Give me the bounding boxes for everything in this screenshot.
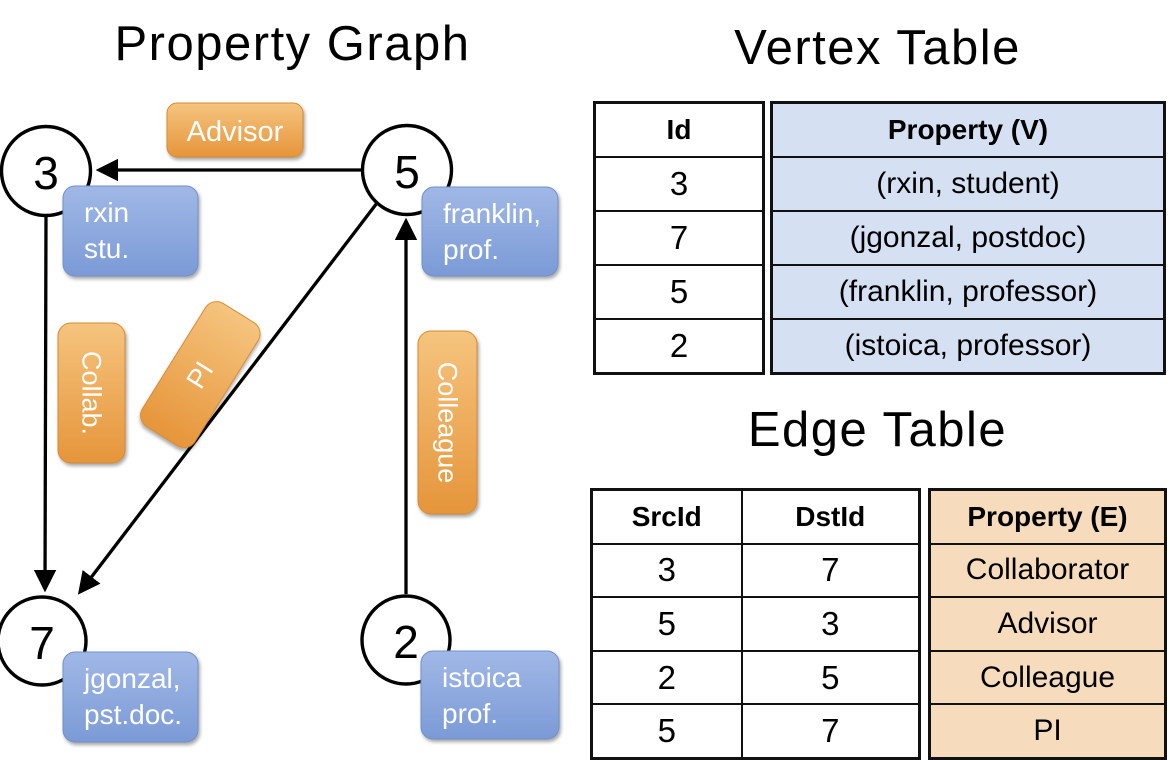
vertex-node-3-id: 3 bbox=[33, 147, 59, 199]
edge-table-dstid-header: DstId bbox=[795, 500, 866, 532]
edge-table-property-header: Property (E) bbox=[967, 500, 1128, 532]
vertex-prop-5-line2: prof. bbox=[443, 234, 499, 265]
edge-table-row: 5 7 bbox=[593, 703, 918, 757]
edge-table-property-cell: Colleague bbox=[931, 649, 1164, 704]
property-graph-diagram: 3 5 7 2 Advisor Collab. PI Colleague rxi… bbox=[0, 102, 560, 743]
edge-table-property-cell: Collaborator bbox=[931, 542, 1164, 597]
edge-table-property-column: Property (E) Collaborator Advisor Collea… bbox=[928, 488, 1167, 760]
vertex-prop-2-line1: istoica bbox=[442, 662, 522, 693]
vertex-prop-7-line2: pst.doc. bbox=[84, 699, 182, 730]
edge-label-advisor: Advisor bbox=[187, 116, 284, 148]
vertex-table-id-cell: 2 bbox=[596, 318, 762, 372]
edge-table-srcid-cell: 5 bbox=[593, 705, 743, 757]
vertex-table-property-cell: (franklin, professor) bbox=[773, 264, 1163, 318]
edge-table-row: 3 7 bbox=[593, 542, 918, 597]
vertex-prop-5-line1: franklin, bbox=[443, 198, 541, 229]
edge-5-to-7-pi bbox=[77, 201, 379, 595]
edge-3-to-7-collab bbox=[33, 214, 57, 593]
vertex-prop-3-line1: rxin bbox=[84, 197, 129, 228]
edge-table-property-cell: PI bbox=[931, 703, 1164, 757]
edge-table-dstid-cell: 7 bbox=[821, 712, 840, 750]
vertex-prop-2-line2: prof. bbox=[442, 698, 498, 729]
edge-label-box-pi bbox=[139, 301, 261, 449]
vertex-table-id-cell: 3 bbox=[596, 156, 762, 210]
edge-table-srcid-header: SrcId bbox=[593, 491, 743, 543]
edge-table-header-row: SrcId DstId bbox=[593, 491, 918, 543]
edge-table-dstid-cell: 7 bbox=[821, 551, 840, 589]
edge-label-box-collab bbox=[57, 322, 126, 464]
vertex-table-property-cell: (jgonzal, postdoc) bbox=[773, 210, 1163, 264]
vertex-table-id-cell: 7 bbox=[596, 210, 762, 264]
vertex-table-property-header: Property (V) bbox=[887, 114, 1049, 145]
edge-table-title: Edge Table bbox=[747, 403, 1008, 457]
vertex-node-2-id: 2 bbox=[393, 616, 419, 668]
edge-label-colleague: Colleague bbox=[433, 362, 463, 484]
edge-table-dstid-cell: 5 bbox=[821, 658, 840, 696]
edge-table-row: 2 5 bbox=[593, 649, 918, 704]
edge-table-ids-columns: SrcId DstId 3 7 5 3 2 5 5 7 bbox=[590, 488, 921, 760]
vertex-prop-3-line2: stu. bbox=[84, 233, 129, 264]
edge-table-property-cell: Advisor bbox=[931, 596, 1164, 650]
edge-label-collab: Collab. bbox=[77, 351, 107, 435]
vertex-table-property-column: Property (V) (rxin, student) (jgonzal, p… bbox=[770, 101, 1166, 375]
edge-label-box-colleague bbox=[417, 330, 478, 515]
vertex-prop-7-line1: jgonzal, bbox=[83, 663, 181, 694]
vertex-table-title: Vertex Table bbox=[734, 21, 1021, 75]
vertex-prop-box-7 bbox=[62, 651, 199, 743]
vertex-prop-box-2 bbox=[420, 650, 560, 740]
edge-table-srcid-cell: 3 bbox=[593, 544, 743, 597]
edge-table-dstid-cell: 3 bbox=[821, 604, 840, 642]
vertex-node-7-id: 7 bbox=[29, 617, 55, 669]
vertex-table-property-cell: (istoica, professor) bbox=[773, 318, 1163, 372]
edge-label-box-advisor bbox=[166, 102, 304, 158]
property-graph-title: Property Graph bbox=[114, 17, 471, 71]
vertex-table-id-cell: 5 bbox=[596, 264, 762, 318]
vertex-node-5-id: 5 bbox=[394, 146, 420, 198]
edge-table-srcid-cell: 2 bbox=[593, 651, 743, 704]
vertex-prop-box-3 bbox=[62, 185, 199, 277]
vertex-table-id-column: Id 3 7 5 2 bbox=[593, 101, 765, 375]
vertex-prop-box-5 bbox=[421, 186, 559, 277]
edge-table-srcid-cell: 5 bbox=[593, 598, 743, 650]
vertex-table-property-cell: (rxin, student) bbox=[773, 156, 1163, 210]
edge-table-row: 5 3 bbox=[593, 596, 918, 650]
vertex-table-id-header: Id bbox=[666, 114, 692, 145]
